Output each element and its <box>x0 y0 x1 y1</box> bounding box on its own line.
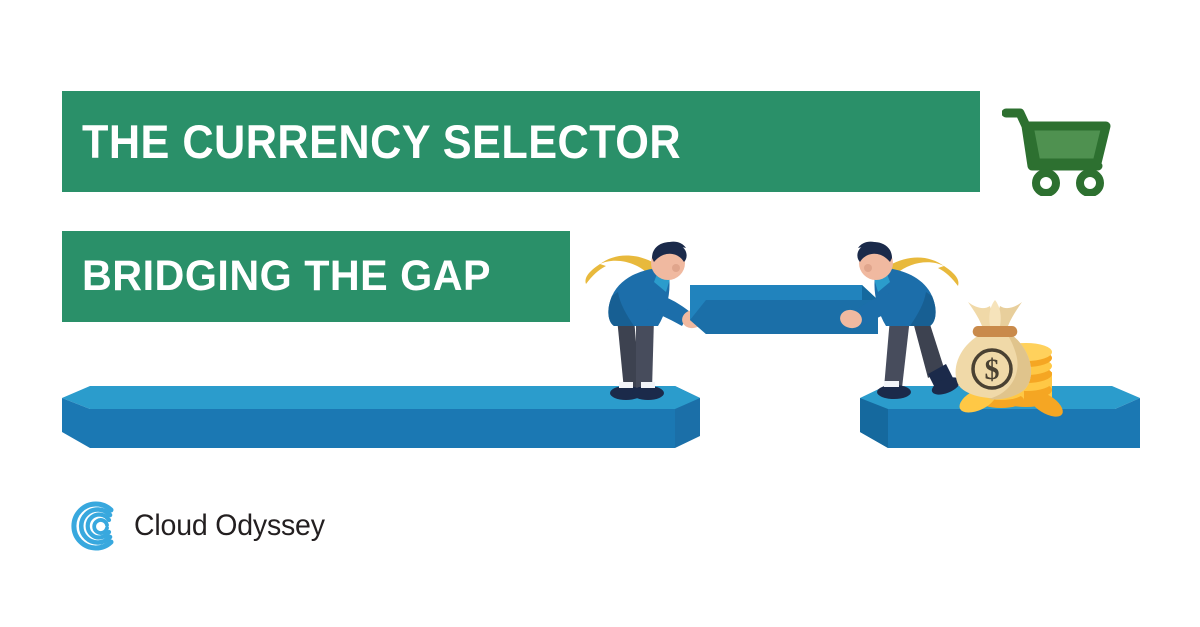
left-platform <box>62 386 700 448</box>
subheadline-bar: BRIDGING THE GAP <box>62 231 570 322</box>
headline-bar: THE CURRENCY SELECTOR <box>62 91 980 192</box>
shopping-cart-icon <box>1002 108 1111 196</box>
brand-name: Cloud Odyssey <box>134 509 325 542</box>
left-businessman <box>585 241 704 400</box>
money-bag: $ <box>955 300 1032 400</box>
brand-logo[interactable]: Cloud Odyssey <box>66 498 335 554</box>
cloud-odyssey-spiral-icon <box>71 501 114 551</box>
page-title: THE CURRENCY SELECTOR <box>82 115 682 168</box>
right-businessman <box>840 241 961 399</box>
dollar-symbol: $ <box>985 353 1000 386</box>
page-subtitle: BRIDGING THE GAP <box>82 252 492 300</box>
carried-plank <box>690 285 878 334</box>
coin-stacks <box>959 343 1063 417</box>
right-platform <box>860 386 1140 448</box>
